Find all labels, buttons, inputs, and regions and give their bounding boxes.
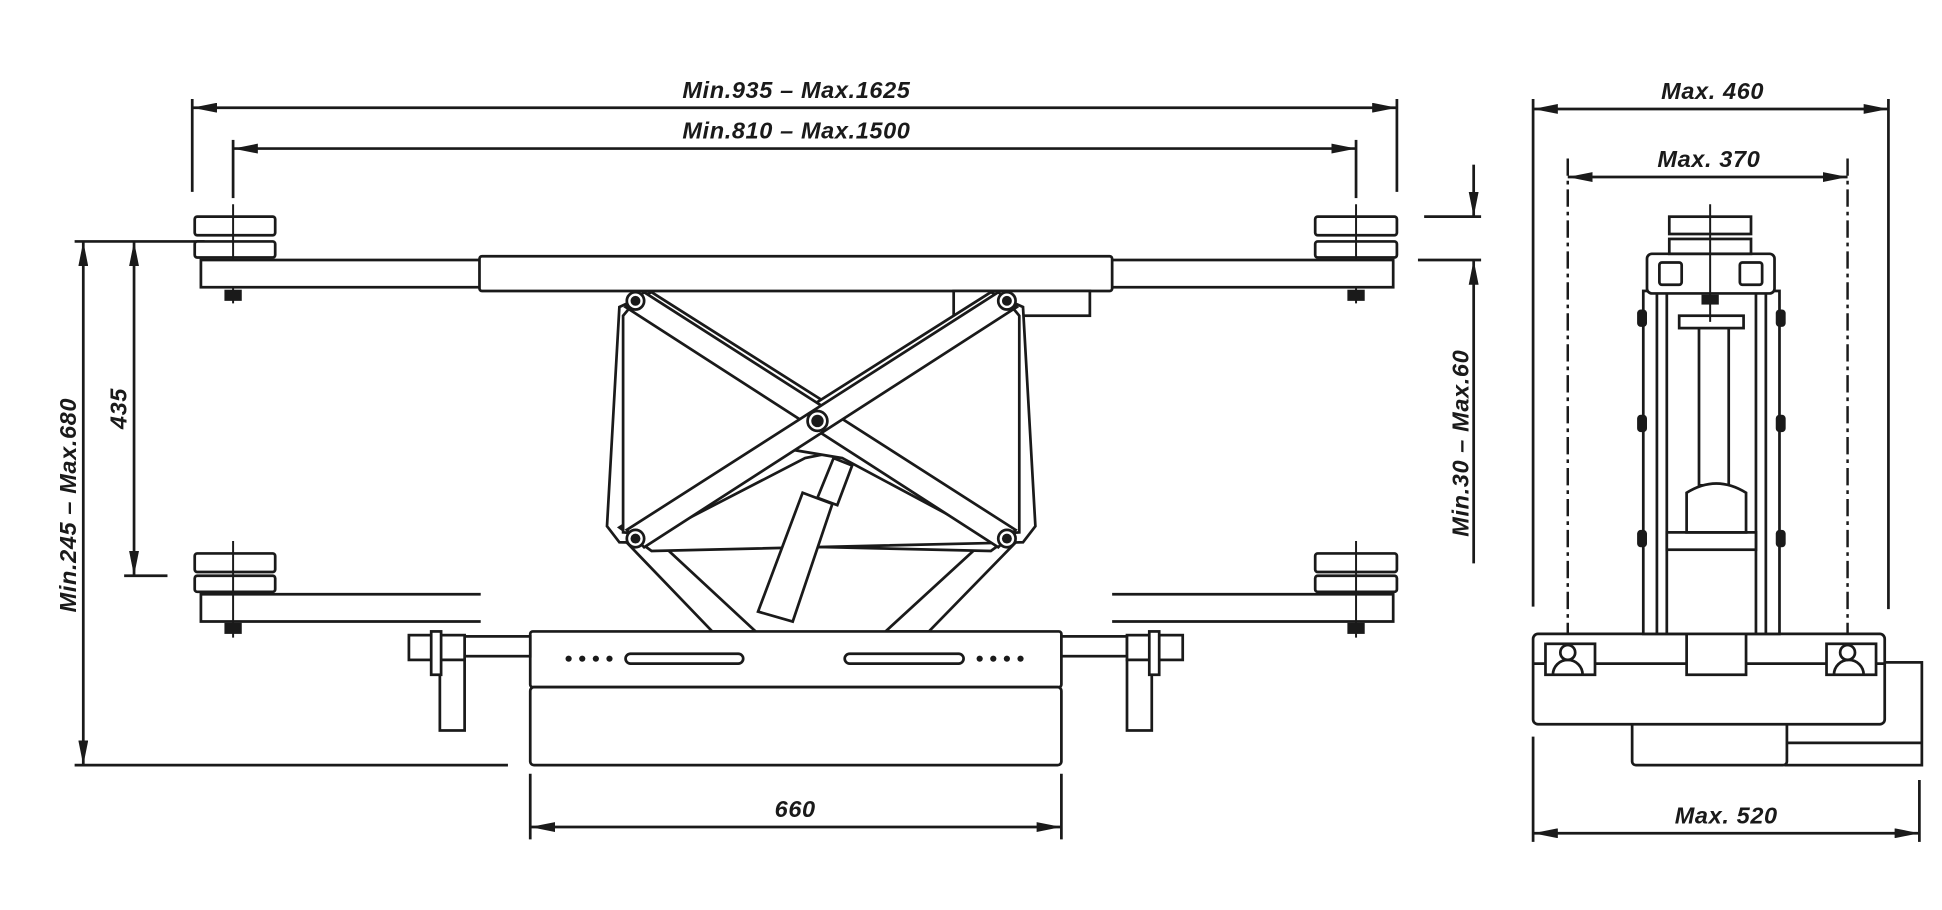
base-frame [463, 630, 1129, 767]
end-left-roller [1544, 642, 1597, 677]
dimension-end-base-width: Max. 520 [1531, 736, 1921, 842]
upper-right-arm [1110, 258, 1395, 289]
base-width-label: 660 [775, 796, 816, 822]
end-outer-width-label: Max. 460 [1661, 78, 1764, 104]
right-rail-clamp [1125, 630, 1185, 732]
dimension-total-height: Min.245 – Max.680 [55, 240, 508, 767]
upper-right-pad [1313, 204, 1399, 304]
dimension-base-width: 660 [528, 773, 1063, 840]
pad-height-label: Min.30 – Max.60 [1448, 350, 1474, 537]
lower-right-pad [1112, 541, 1399, 638]
stroke-height-label: 435 [106, 388, 132, 430]
upper-left-pad [193, 204, 277, 304]
pad-spacing-label: Min.810 – Max.1500 [682, 118, 910, 144]
end-top-cap [1645, 204, 1776, 322]
end-column [1637, 289, 1786, 636]
total-height-label: Min.245 – Max.680 [55, 398, 81, 612]
end-base-width-label: Max. 520 [1675, 802, 1778, 828]
upper-left-arm [199, 258, 483, 289]
dimension-stroke-height: 435 [106, 241, 168, 578]
end-pad-spacing-label: Max. 370 [1657, 146, 1760, 172]
dimension-pad-spacing: Min.810 – Max.1500 [231, 118, 1358, 199]
hydraulic-cylinder [756, 456, 854, 624]
dimension-end-outer-width: Max. 460 [1531, 78, 1890, 610]
overall-width-label: Min.935 – Max.1625 [682, 77, 910, 103]
upper-beam [478, 254, 1114, 293]
dimension-overall-width: Min.935 – Max.1625 [190, 77, 1399, 192]
lower-left-pad [193, 541, 481, 638]
scissor-mechanism [605, 290, 1037, 633]
dimension-end-pad-spacing: Max. 370 [1566, 146, 1849, 650]
end-right-roller [1825, 642, 1878, 677]
end-view-lift [1531, 204, 1924, 767]
left-rail-clamp [407, 630, 466, 732]
dimension-pad-height: Min.30 – Max.60 [1417, 164, 1482, 564]
side-view-lift [193, 204, 1399, 767]
